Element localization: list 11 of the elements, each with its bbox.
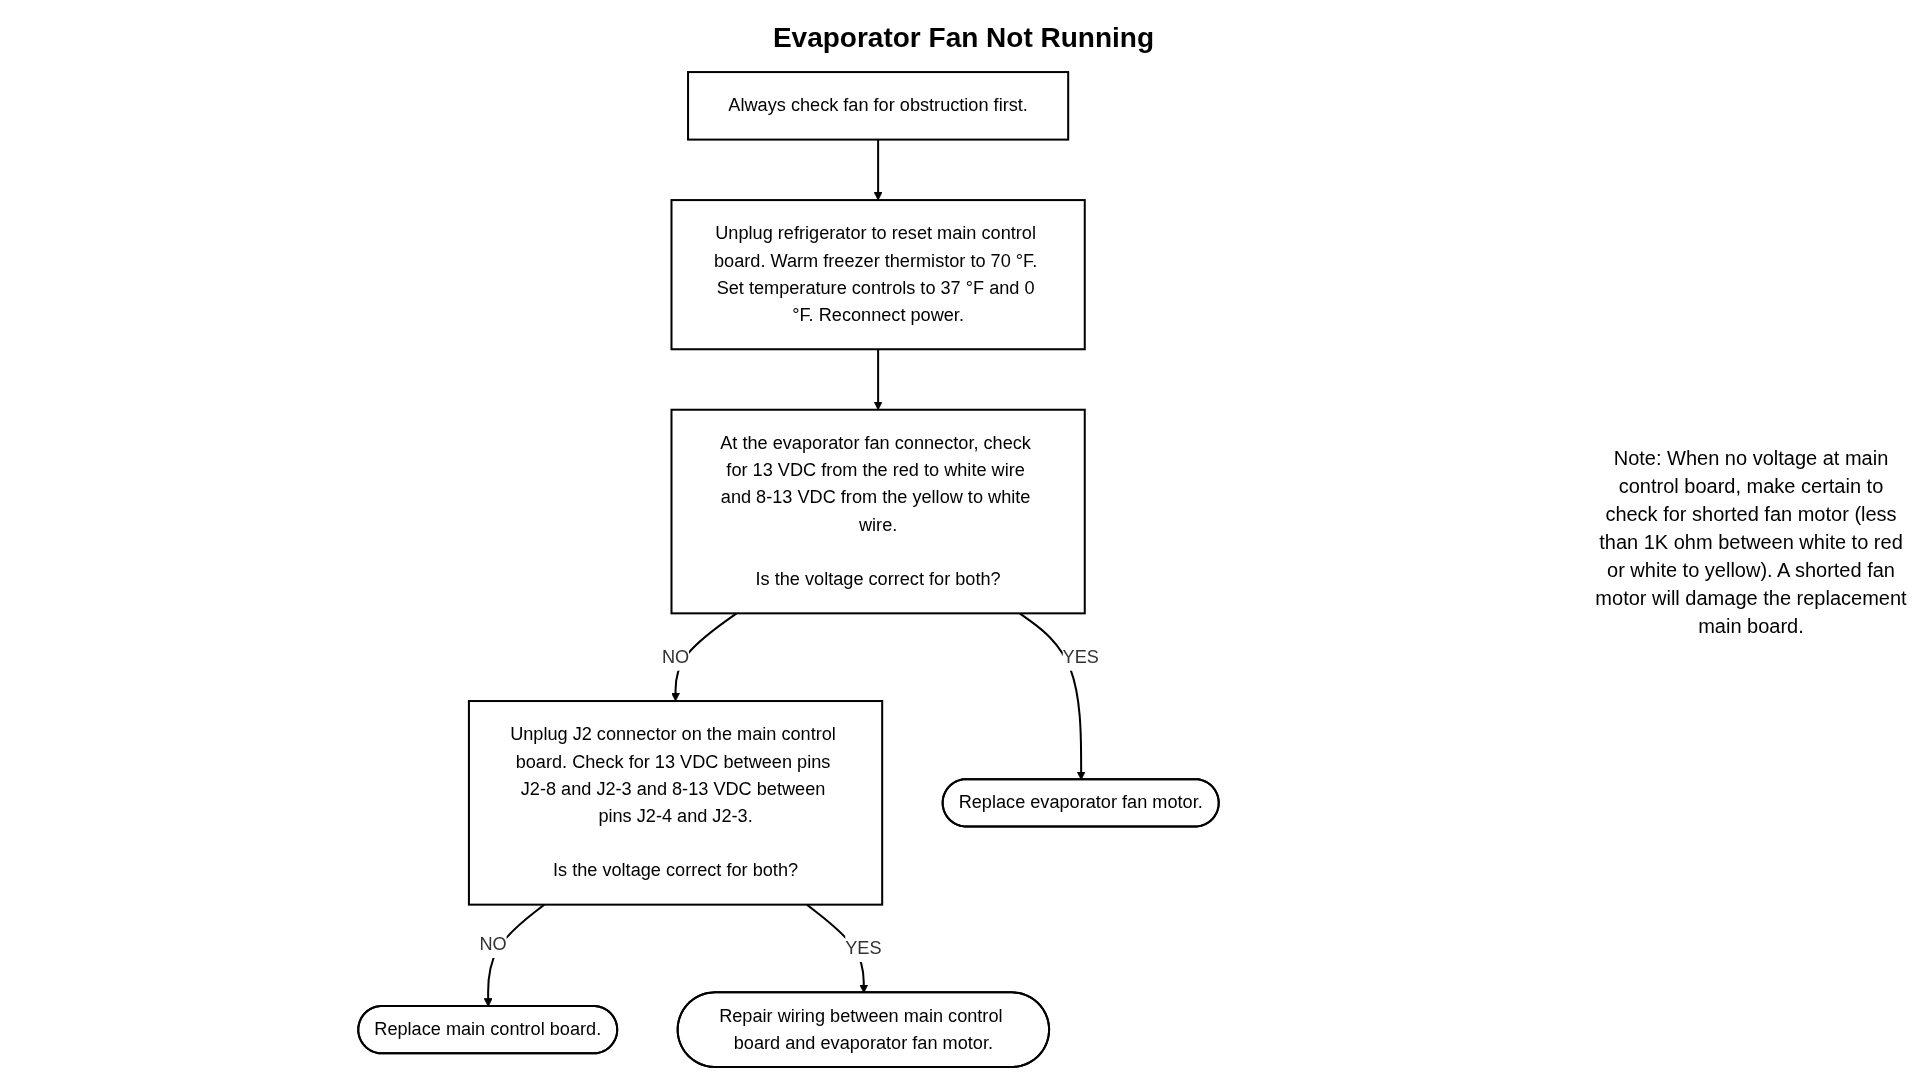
- edge-label: YES: [845, 937, 882, 959]
- note-text: Note: When no voltage at main control board, make certain to check for shorted fan motor (less than 1K ohm between white to red or white to yellow). A shorted fan motor will damage the replacement main board.: [1594, 446, 1908, 639]
- edge-label: NO: [661, 646, 690, 667]
- edge-label: YES: [1062, 646, 1099, 667]
- node-box: At the evaporator fan connector, check for 13 VDC from the red to white wire and 8-13 VDC from the yellow to white wire. Is the voltage correct for both?: [670, 408, 1086, 615]
- node-box: Always check fan for obstruction first.: [687, 71, 1070, 141]
- node-box: Unplug J2 connector on the main control board. Check for 13 VDC between pins J2-8 and J2-3 and 8-13 VDC between pins J2-4 and J2-3. Is the voltage correct for both?: [467, 700, 884, 906]
- arrow: [873, 139, 883, 201]
- diagram-title: Evaporator Fan Not Running: [772, 22, 1155, 54]
- node-box: Unplug refrigerator to reset main control board. Warm freezer thermistor to 70 °F. Set temperature controls to 37 °F and 0 °F. Reconnect power.: [670, 199, 1086, 351]
- edge-label: NO: [479, 933, 507, 954]
